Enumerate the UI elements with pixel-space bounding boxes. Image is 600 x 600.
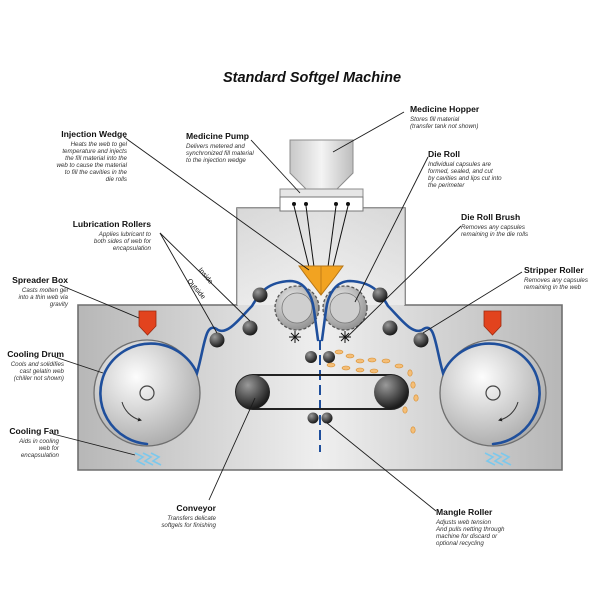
svg-text:formed, sealed, and cut: formed, sealed, and cut: [428, 168, 493, 175]
svg-text:Cooling Fan: Cooling Fan: [9, 426, 59, 436]
die-roll-right: [322, 285, 368, 331]
svg-text:by cavities and lips cut into: by cavities and lips cut into: [428, 175, 502, 182]
die-roll-brush-right: [339, 331, 351, 343]
svg-text:Conveyor: Conveyor: [176, 503, 216, 513]
die-roll-brush-left: [289, 331, 301, 343]
svg-text:cast gelatin web: cast gelatin web: [20, 368, 65, 375]
svg-text:softgels for finishing: softgels for finishing: [161, 522, 216, 529]
gelatin-web: [99, 279, 541, 446]
inside-label: Inside: [196, 267, 213, 286]
cooling-drum-right: [439, 339, 547, 447]
lubrication-roller-inner: [242, 320, 258, 336]
leader-lines: [52, 111, 523, 512]
svg-text:synchronized fill material: synchronized fill material: [186, 150, 254, 157]
svg-text:encapsulation: encapsulation: [113, 245, 152, 252]
small-roller-right: [323, 351, 335, 363]
svg-text:And pulls netting through: And pulls netting through: [435, 526, 505, 533]
svg-text:Aids in cooling: Aids in cooling: [18, 438, 59, 445]
svg-text:encapsulation: encapsulation: [21, 452, 60, 459]
svg-text:Stripper Roller: Stripper Roller: [524, 265, 584, 275]
svg-text:Mangle Roller: Mangle Roller: [436, 507, 493, 517]
svg-text:the perimeter: the perimeter: [428, 182, 465, 189]
svg-text:the fill material into the: the fill material into the: [65, 155, 127, 162]
medicine-pump: [279, 196, 364, 268]
guide-roller-left: [252, 287, 268, 303]
cooling-fan-right-icon: [484, 452, 512, 466]
svg-text:machine for discard or: machine for discard or: [436, 533, 498, 540]
svg-text:web to cause the material: web to cause the material: [56, 162, 127, 169]
svg-text:die rolls: die rolls: [106, 176, 127, 183]
svg-text:into a thin web via: into a thin web via: [18, 294, 68, 301]
svg-text:Transfers delicate: Transfers delicate: [167, 515, 216, 522]
softgel-capsules: [326, 349, 419, 434]
svg-text:to the injection wedge: to the injection wedge: [186, 157, 246, 164]
stripper-roller-outer: [413, 332, 429, 348]
label-spreader-box: Spreader Box Casts molten gel into a thi…: [12, 275, 69, 308]
svg-text:Heats the web to gel: Heats the web to gel: [71, 141, 128, 148]
svg-text:Medicine Pump: Medicine Pump: [186, 131, 249, 141]
cooling-drum-left: [93, 339, 201, 447]
spreader-box-left: [138, 310, 157, 336]
svg-text:Applies lubricant to: Applies lubricant to: [98, 231, 152, 238]
svg-text:web for: web for: [39, 445, 60, 452]
svg-text:(chiller not shown): (chiller not shown): [14, 375, 64, 382]
svg-text:Stores fill material: Stores fill material: [410, 116, 460, 123]
svg-text:Die Roll: Die Roll: [428, 149, 460, 159]
svg-text:(transfer tank not shown): (transfer tank not shown): [410, 123, 478, 130]
guide-roller-right: [372, 287, 388, 303]
svg-text:remaining in the web: remaining in the web: [524, 284, 582, 291]
svg-text:Medicine Hopper: Medicine Hopper: [410, 104, 480, 114]
lubrication-roller-outer: [209, 332, 225, 348]
stripper-roller-inner: [382, 320, 398, 336]
svg-text:Removes any capsules: Removes any capsules: [461, 224, 525, 231]
svg-text:Injection Wedge: Injection Wedge: [61, 129, 127, 139]
injection-wedge: [298, 265, 344, 296]
medicine-hopper: [279, 139, 364, 198]
small-roller-left: [305, 351, 317, 363]
outside-label: Outside: [185, 278, 206, 301]
label-die-roll-brush: Die Roll Brush Removes any capsules rema…: [461, 212, 528, 238]
label-mangle-roller: Mangle Roller Adjusts web tension And pu…: [435, 507, 505, 547]
label-medicine-pump: Medicine Pump Delivers metered and synch…: [186, 131, 254, 164]
label-stripper-roller: Stripper Roller Removes any capsules rem…: [524, 265, 588, 291]
svg-text:remaining in the die rolls: remaining in the die rolls: [461, 231, 528, 238]
svg-text:optional recycling: optional recycling: [436, 540, 484, 547]
svg-text:Cooling Drum: Cooling Drum: [7, 349, 64, 359]
diagram-title: Standard Softgel Machine: [223, 70, 401, 86]
label-die-roll: Die Roll Individual capsules are formed,…: [428, 149, 502, 189]
svg-text:Adjusts web tension: Adjusts web tension: [435, 519, 492, 526]
label-cooling-fan: Cooling Fan Aids in cooling web for enca…: [9, 426, 60, 459]
die-roll-left: [274, 285, 320, 331]
svg-text:Individual capsules are: Individual capsules are: [428, 161, 492, 168]
svg-text:Die Roll Brush: Die Roll Brush: [461, 212, 520, 222]
label-conveyor: Conveyor Transfers delicate softgels for…: [161, 503, 216, 529]
svg-text:temperature and injects: temperature and injects: [62, 148, 127, 155]
svg-text:gravity: gravity: [50, 301, 69, 308]
svg-text:Lubrication Rollers: Lubrication Rollers: [73, 219, 152, 229]
conveyor: [235, 374, 409, 410]
cooling-fan-left-icon: [134, 452, 162, 466]
label-medicine-hopper: Medicine Hopper Stores fill material (tr…: [410, 104, 480, 130]
svg-text:Delivers metered and: Delivers metered and: [186, 143, 245, 150]
label-cooling-drum: Cooling Drum Cools and solidifies cast g…: [7, 349, 64, 382]
mangle-roller-left: [307, 412, 319, 424]
spreader-box-right: [483, 310, 502, 336]
svg-text:Removes any capsules: Removes any capsules: [524, 277, 588, 284]
label-injection-wedge: Injection Wedge Heats the web to gel tem…: [56, 129, 127, 183]
mangle-roller-right: [321, 412, 333, 424]
svg-text:to fill the cavities in the: to fill the cavities in the: [65, 169, 128, 176]
svg-text:both sides of web for: both sides of web for: [94, 238, 152, 245]
svg-text:Spreader Box: Spreader Box: [12, 275, 68, 285]
svg-text:Cools and solidifies: Cools and solidifies: [11, 361, 64, 368]
label-lubrication-rollers: Lubrication Rollers Applies lubricant to…: [73, 219, 152, 252]
svg-text:Casts molten gel: Casts molten gel: [22, 287, 69, 294]
